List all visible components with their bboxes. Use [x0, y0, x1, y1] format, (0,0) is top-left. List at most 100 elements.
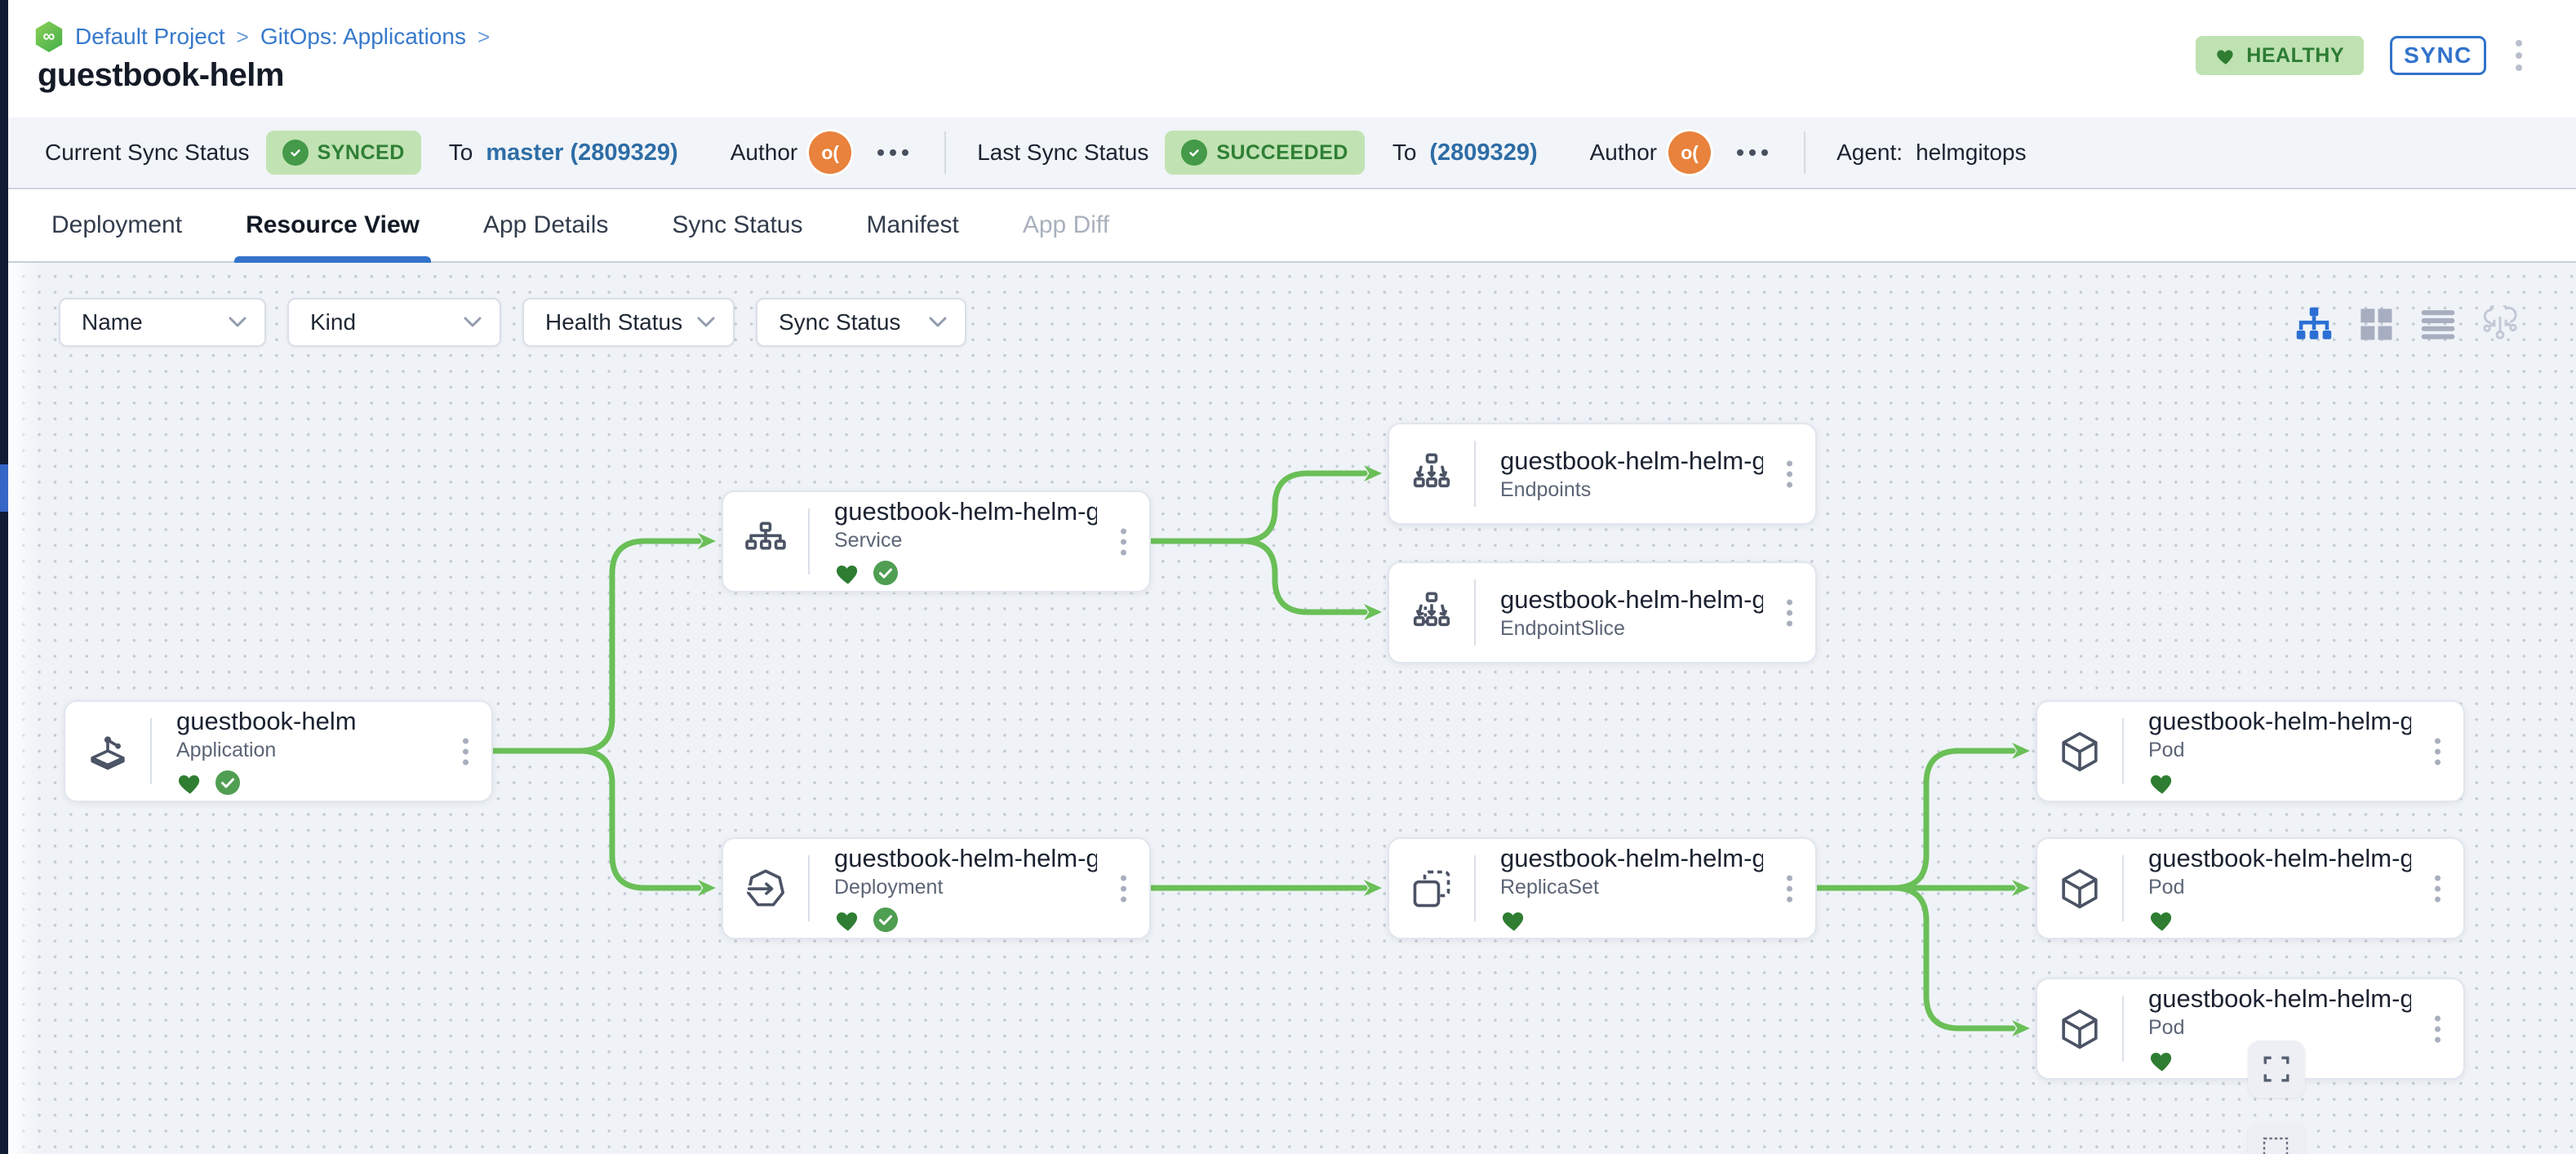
edge-application-service	[490, 533, 716, 754]
resource-node-application[interactable]: guestbook-helm Application	[64, 700, 493, 802]
health-heart-icon	[2151, 1053, 2172, 1072]
node-statuses	[834, 559, 1097, 587]
pod-icon	[2037, 702, 2122, 801]
node-statuses	[2148, 769, 2411, 797]
health-heart-icon	[1503, 912, 1524, 931]
last-revision-link[interactable]: (2809329)	[1429, 139, 1538, 166]
resource-tree-canvas[interactable]: Name Kind Health Status Sync Status	[8, 263, 2576, 1154]
resource-node-pod-3[interactable]: guestbook-helm-helm-g... Pod	[2036, 978, 2465, 1080]
node-kind: Pod	[2148, 738, 2185, 761]
endpoints-icon	[1389, 424, 1474, 523]
marquee-select-button[interactable]	[2248, 1122, 2305, 1154]
node-menu-button[interactable]	[1782, 870, 1797, 907]
service-icon	[723, 492, 808, 591]
cluster-view-button[interactable]	[2481, 305, 2519, 343]
resource-node-deployment[interactable]: guestbook-helm-helm-g... Deployment	[722, 837, 1151, 939]
health-status-filter-dropdown[interactable]: Health Status	[522, 298, 735, 347]
node-menu-button[interactable]	[1782, 455, 1797, 492]
tab-bar: Deployment Resource View App Details Syn…	[8, 189, 2576, 263]
divider	[808, 508, 810, 575]
breadcrumb-project-link[interactable]: Default Project	[75, 24, 225, 49]
resource-node-pod-1[interactable]: guestbook-helm-helm-g... Pod	[2036, 700, 2465, 802]
commit-more-button[interactable]	[1732, 144, 1773, 161]
synced-badge: SYNCED	[265, 131, 421, 175]
sync-check-icon	[873, 907, 898, 932]
tab-resource-view[interactable]: Resource View	[234, 189, 431, 263]
node-menu-button[interactable]	[2430, 1010, 2445, 1047]
tab-app-details[interactable]: App Details	[482, 211, 609, 238]
tab-manifest[interactable]: Manifest	[866, 211, 959, 238]
divider	[1804, 131, 1806, 174]
sync-button[interactable]: SYNC	[2390, 36, 2486, 75]
resource-node-service[interactable]: guestbook-helm-helm-g... Service	[722, 490, 1151, 593]
node-title: guestbook-helm	[176, 706, 357, 735]
node-title: guestbook-helm-helm-g...	[1500, 446, 1763, 475]
node-menu-button[interactable]	[1782, 594, 1797, 631]
breadcrumb-applications-link[interactable]: GitOps: Applications	[260, 24, 466, 49]
tree-view-button[interactable]	[2295, 305, 2333, 343]
fit-view-button[interactable]	[2248, 1041, 2305, 1098]
health-heart-icon	[837, 912, 858, 931]
node-menu-button[interactable]	[2430, 733, 2445, 770]
to-label: To	[448, 140, 473, 165]
tab-deployment[interactable]: Deployment	[51, 211, 183, 238]
app-menu-button[interactable]	[2512, 37, 2525, 74]
node-menu-button[interactable]	[1116, 870, 1131, 907]
resource-node-endpointslice[interactable]: guestbook-helm-helm-g... EndpointSlice	[1388, 561, 1817, 664]
endpointslice-icon	[1389, 563, 1474, 662]
node-statuses	[1500, 906, 1763, 934]
page-title: guestbook-helm	[38, 57, 284, 93]
divider	[808, 855, 810, 921]
commit-more-button[interactable]	[873, 144, 913, 161]
divider	[1474, 855, 1476, 921]
node-kind: Application	[176, 738, 277, 761]
resource-node-replicaset[interactable]: guestbook-helm-helm-g... ReplicaSet	[1388, 837, 1817, 939]
check-circle-icon	[282, 140, 309, 166]
sync-check-icon	[215, 770, 240, 795]
divider	[1474, 441, 1476, 507]
sync-status-filter-dropdown[interactable]: Sync Status	[756, 298, 966, 347]
node-title: guestbook-helm-helm-g...	[834, 496, 1097, 526]
rail-scroll-thumb[interactable]	[0, 464, 8, 512]
author-avatar[interactable]: o(	[809, 131, 852, 174]
edge-service-endpoints	[1148, 465, 1382, 544]
dropdown-label: Sync Status	[779, 309, 901, 335]
active-tab-underline	[234, 256, 431, 263]
divider	[150, 718, 152, 784]
kind-filter-dropdown[interactable]: Kind	[287, 298, 501, 347]
expand-icon	[2263, 1056, 2290, 1082]
node-menu-button[interactable]	[1116, 523, 1131, 560]
grid-view-button[interactable]	[2357, 305, 2395, 343]
resource-node-endpoints[interactable]: guestbook-helm-helm-g... Endpoints	[1388, 423, 1817, 525]
node-kind: Pod	[2148, 1015, 2185, 1039]
node-menu-button[interactable]	[458, 733, 473, 770]
sync-check-icon	[873, 560, 898, 585]
breadcrumb-separator: >	[477, 24, 491, 49]
health-heart-icon	[837, 566, 858, 584]
divider	[944, 131, 947, 174]
name-filter-dropdown[interactable]: Name	[59, 298, 266, 347]
node-statuses	[2148, 906, 2411, 934]
node-kind: Pod	[2148, 875, 2185, 899]
node-kind: Service	[834, 528, 903, 552]
pod-icon	[2037, 839, 2122, 938]
node-menu-button[interactable]	[2430, 870, 2445, 907]
list-view-button[interactable]	[2419, 305, 2457, 343]
divider	[2122, 996, 2124, 1062]
author-label: Author	[1589, 140, 1658, 165]
agent-label: Agent:	[1837, 140, 1903, 165]
status-bar: Current Sync Status SYNCED To master (28…	[8, 118, 2576, 189]
author-avatar[interactable]: o(	[1668, 131, 1712, 174]
edge-application-deployment	[490, 748, 716, 896]
current-revision-link[interactable]: master (2809329)	[486, 139, 678, 166]
node-title: guestbook-helm-helm-g...	[834, 843, 1097, 872]
content: ∞ Default Project > GitOps: Applications…	[8, 0, 2576, 1154]
pod-icon	[2037, 979, 2122, 1078]
tab-sync-status[interactable]: Sync Status	[672, 211, 803, 238]
marquee-icon	[2263, 1137, 2289, 1154]
succeeded-badge: SUCCEEDED	[1165, 131, 1365, 175]
edge-service-endpointslice	[1148, 538, 1382, 620]
resource-node-pod-2[interactable]: guestbook-helm-helm-g... Pod	[2036, 837, 2465, 939]
dropdown-label: Kind	[310, 309, 357, 335]
agent-value: helmgitops	[1916, 140, 2027, 165]
